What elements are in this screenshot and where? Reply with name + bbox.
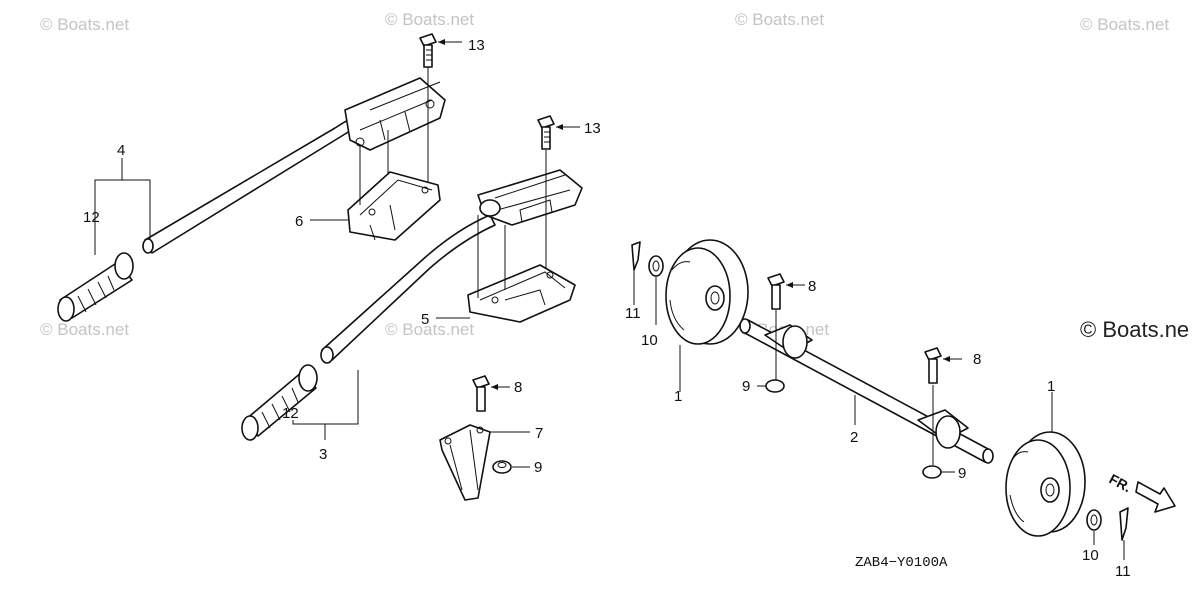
handle-upper (142, 77, 446, 254)
bolt-8-stand (472, 375, 510, 412)
callout-2: 2 (850, 429, 858, 446)
watermark: © Boats.net (1080, 15, 1169, 34)
axle-2 (739, 318, 994, 464)
callout-13-upper: 13 (468, 37, 485, 54)
callout-7: 7 (535, 425, 543, 442)
cotter-pin-11-left (631, 241, 641, 305)
bolt-13-lower (537, 115, 580, 150)
bolt-8-axle-right (924, 347, 962, 384)
clamp-5 (436, 264, 576, 323)
callout-8-axle-right: 8 (973, 351, 981, 368)
nut-9-axle-left (757, 379, 785, 393)
callout-4: 4 (117, 142, 125, 159)
callout-8-axle-left: 8 (808, 278, 816, 295)
callout-12-upper: 12 (83, 209, 100, 226)
callout-1-right: 1 (1047, 378, 1055, 395)
watermark: © Boats.net (385, 320, 474, 339)
callout-9-stand: 9 (534, 459, 542, 476)
callout-9-axle-right: 9 (958, 465, 966, 482)
nut-9-stand (492, 460, 530, 474)
watermark-large: © Boats.ne (1080, 317, 1189, 342)
nut-9-axle-right (922, 465, 955, 479)
watermark: © Boats.net (735, 10, 824, 29)
diagram-code: ZAB4−Y0100A (855, 555, 948, 571)
callout-1-left: 1 (674, 388, 682, 405)
callout-8-stand: 8 (514, 379, 522, 396)
clamp-6 (310, 171, 441, 241)
callout-11-right: 11 (1115, 563, 1131, 580)
grip-12-lower (241, 364, 318, 441)
cotter-pin-11-right (1119, 507, 1129, 560)
front-direction-arrow: FR. (1107, 471, 1176, 513)
watermark: © Boats.net (40, 320, 129, 339)
callout-9-axle-left: 9 (742, 378, 750, 395)
callout-12-lower: 12 (282, 405, 299, 422)
callout-5: 5 (421, 311, 429, 328)
wheel-1-left (665, 239, 749, 392)
watermark: © Boats.net (40, 15, 129, 34)
washer-10-right (1086, 509, 1102, 545)
callout-13-lower: 13 (584, 120, 601, 137)
watermark: © Boats.net (385, 10, 474, 29)
callout-10-left: 10 (641, 332, 658, 349)
bolt-13-upper (419, 33, 462, 68)
handle-lower (320, 169, 583, 364)
stand-bracket-7 (439, 424, 530, 501)
grip-12-upper (57, 252, 134, 322)
bolt-8-axle-left (767, 273, 805, 310)
callout-6: 6 (295, 213, 303, 230)
callout-3: 3 (319, 446, 327, 463)
callout-10-right: 10 (1082, 547, 1099, 564)
washer-10-left (648, 255, 664, 325)
callout-11-left: 11 (625, 305, 641, 322)
wheel-1-right (1005, 392, 1086, 537)
front-label: FR. (1107, 471, 1134, 496)
